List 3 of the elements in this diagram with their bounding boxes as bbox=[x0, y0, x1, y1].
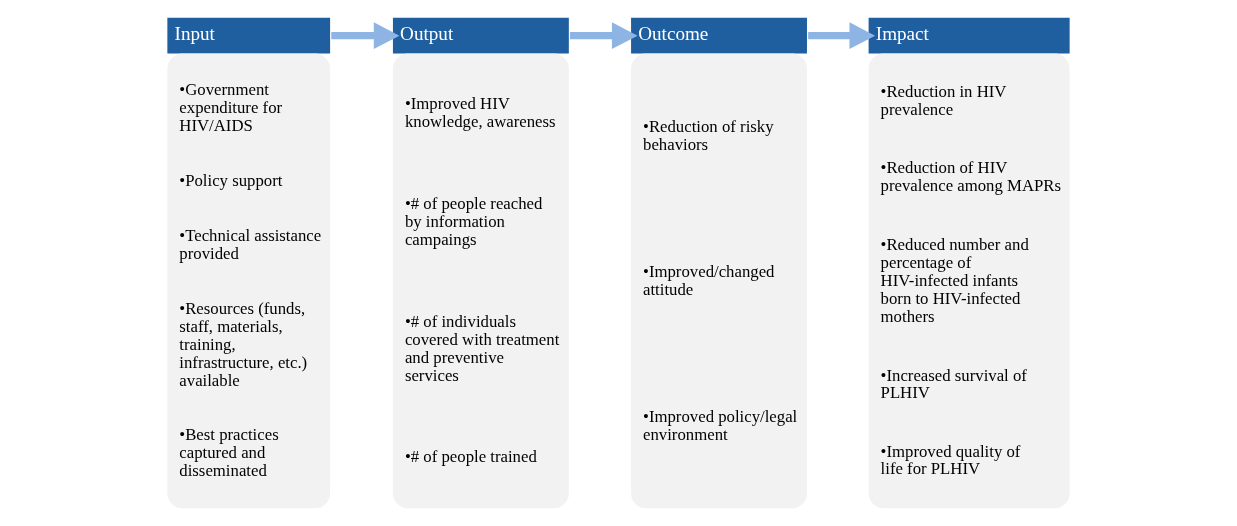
arrow bbox=[808, 22, 876, 50]
arrow bbox=[570, 22, 638, 50]
arrow bbox=[331, 22, 400, 50]
